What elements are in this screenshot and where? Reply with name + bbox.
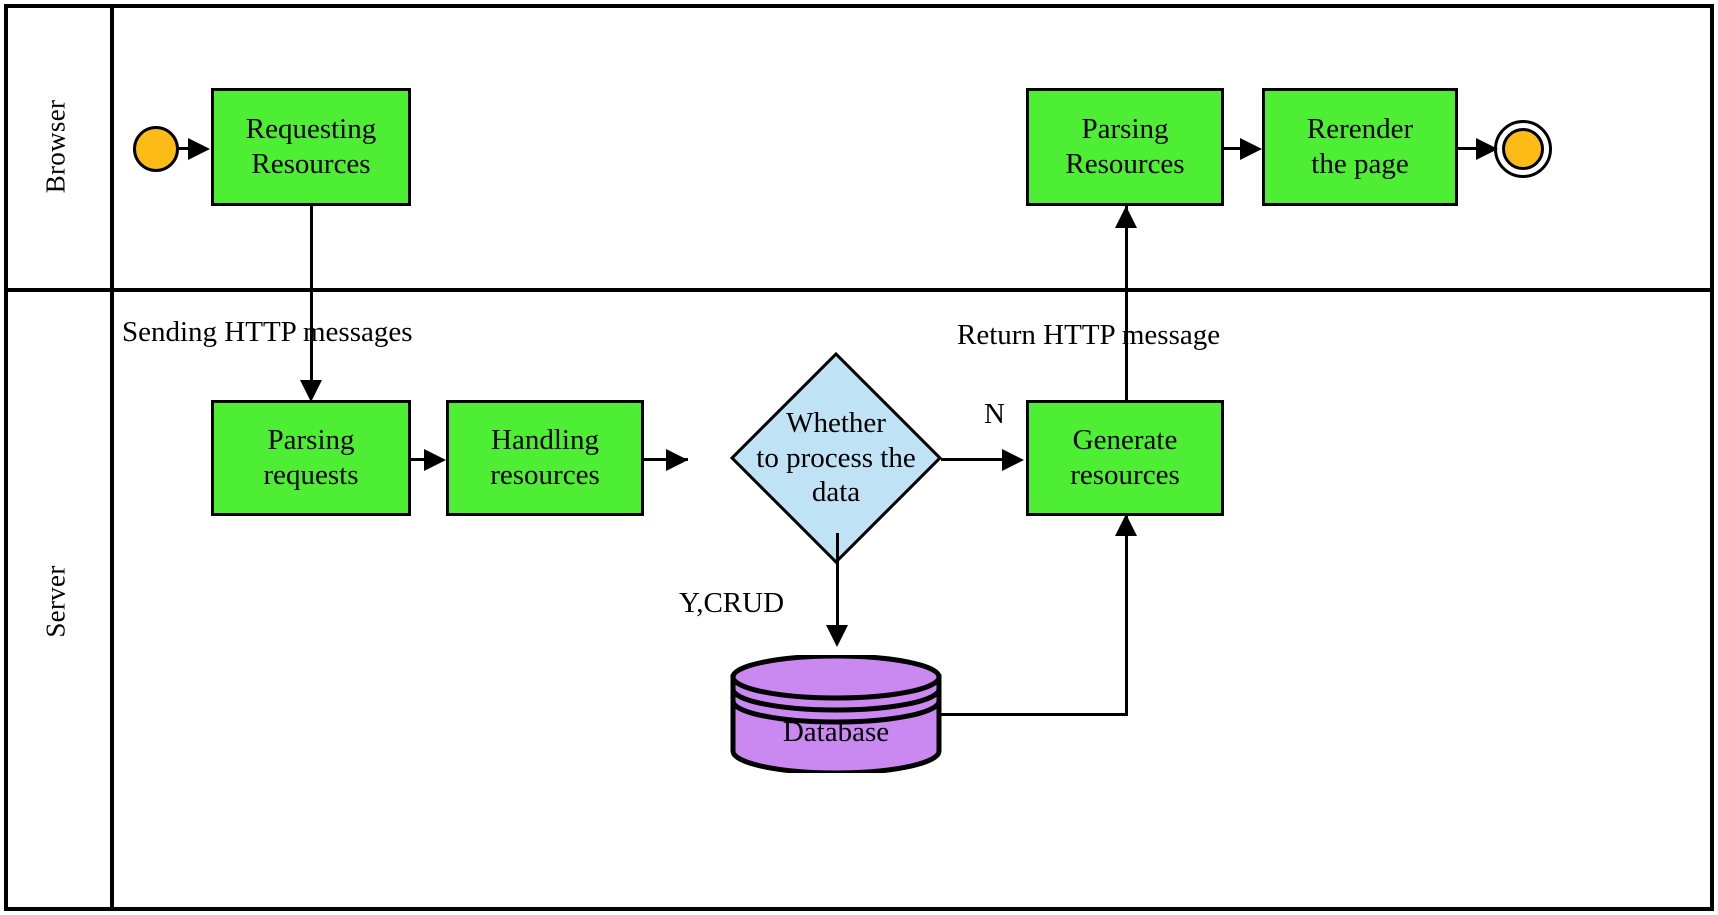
task-requesting-resources[interactable]: Requesting Resources xyxy=(211,88,411,206)
task-generate-resources[interactable]: Generate resources xyxy=(1026,400,1224,516)
flow-rerender-to-end xyxy=(1458,147,1482,150)
task-handling-resources-line2: resources xyxy=(490,459,600,491)
flow-generate-to-parsing-resources xyxy=(1125,206,1128,402)
arrowhead-parsing-to-handling xyxy=(424,449,446,471)
flow-gateway-no-to-generate xyxy=(941,458,1009,461)
arrowhead-parsing-to-rerender xyxy=(1240,138,1262,160)
arrowhead-gateway-no xyxy=(1002,449,1024,471)
task-requesting-resources-line1: Requesting xyxy=(245,112,377,145)
edge-label-return-http: Return HTTP message xyxy=(957,319,1221,351)
task-rerender-the-page[interactable]: Rerender the page xyxy=(1262,88,1458,206)
flow-requesting-to-parsing-requests xyxy=(310,206,313,392)
task-parsing-requests[interactable]: Parsing requests xyxy=(211,400,411,516)
task-handling-resources[interactable]: Handling resources xyxy=(446,400,644,516)
task-parsing-requests-line1: Parsing xyxy=(267,423,355,456)
lane-label-browser-text: Browser xyxy=(40,99,71,193)
task-rerender-the-page-line2: the page xyxy=(1311,148,1409,180)
datastore-database[interactable] xyxy=(728,653,944,776)
arrowhead-database-to-generate xyxy=(1115,514,1137,536)
arrowhead-gateway-yes xyxy=(826,625,848,647)
pool-border xyxy=(4,4,1714,911)
arrowhead-return-http xyxy=(1115,206,1137,228)
edge-label-sending-http: Sending HTTP messages xyxy=(122,316,413,348)
server-label-divider xyxy=(110,292,114,911)
lane-divider xyxy=(4,288,1714,292)
start-event-icon[interactable] xyxy=(133,126,179,172)
task-parsing-resources[interactable]: Parsing Resources xyxy=(1026,88,1224,206)
edge-label-gateway-no: N xyxy=(984,398,1005,430)
lane-label-server: Server xyxy=(0,292,112,911)
flow-parsing-to-rerender xyxy=(1224,147,1244,150)
task-generate-resources-line2: resources xyxy=(1070,459,1180,491)
task-handling-resources-line1: Handling xyxy=(491,423,599,456)
arrowhead-start-to-requesting xyxy=(188,138,210,160)
flow-gateway-yes-to-database xyxy=(836,533,839,635)
arrowhead-rerender-to-end xyxy=(1476,138,1498,160)
arrowhead-handling-to-gateway xyxy=(666,449,688,471)
task-generate-resources-line1: Generate xyxy=(1072,423,1178,456)
lane-label-browser: Browser xyxy=(0,4,112,288)
browser-label-divider xyxy=(110,4,114,288)
end-event-icon[interactable] xyxy=(1502,128,1544,170)
end-event-outer-ring xyxy=(1494,120,1552,178)
task-parsing-resources-line1: Parsing xyxy=(1081,112,1169,145)
task-parsing-requests-line2: requests xyxy=(263,459,359,491)
flow-start-to-requesting xyxy=(179,147,191,150)
task-parsing-resources-line2: Resources xyxy=(1065,148,1185,180)
task-requesting-resources-line2: Resources xyxy=(251,148,371,180)
arrowhead-sending-http xyxy=(300,380,322,402)
flow-database-to-generate-horizontal xyxy=(938,713,1128,716)
flow-database-to-generate-vertical xyxy=(1125,514,1128,716)
edge-label-gateway-yes: Y,CRUD xyxy=(679,587,785,619)
flow-parsing-requests-to-handling xyxy=(411,458,429,461)
lane-label-server-text: Server xyxy=(40,565,71,638)
task-rerender-the-page-line1: Rerender xyxy=(1306,112,1414,145)
